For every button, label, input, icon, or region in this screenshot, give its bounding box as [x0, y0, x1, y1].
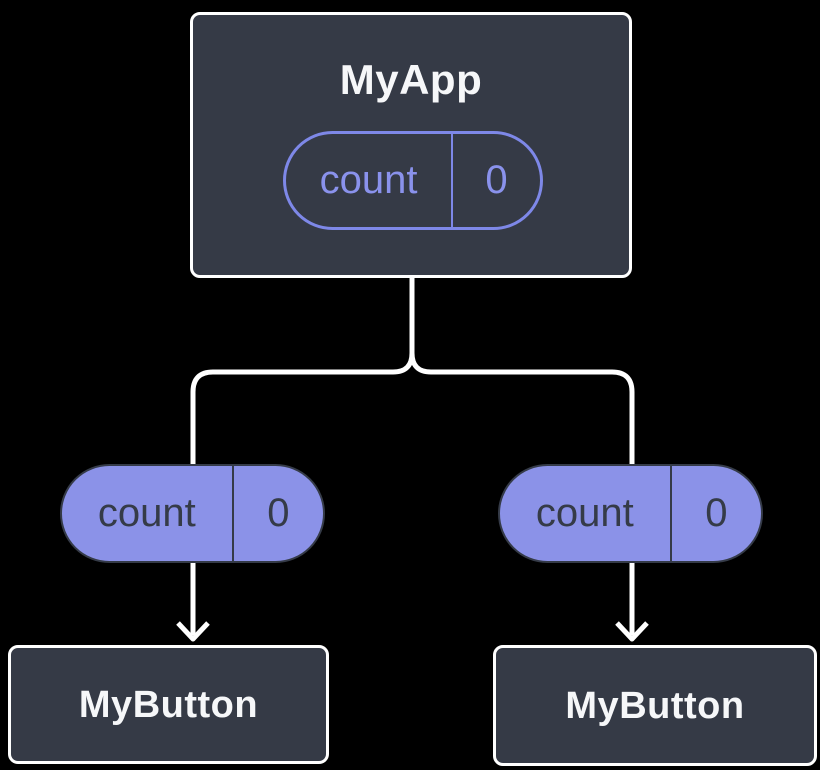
state-pill: count 0 — [283, 131, 543, 230]
prop-value: 0 — [705, 491, 728, 535]
prop-value: 0 — [267, 491, 290, 535]
prop-pill: count 0 — [498, 464, 763, 563]
state-name: count — [286, 134, 454, 227]
component-name: MyButton — [78, 683, 259, 726]
child-component-node: MyButton — [8, 645, 329, 764]
arrow-head — [176, 621, 210, 642]
connector-branch-left — [190, 276, 415, 466]
component-name: MyApp — [339, 56, 483, 103]
component-name: MyButton — [565, 684, 745, 727]
arrow-down-icon — [615, 562, 649, 642]
root-component-node: MyApp — [190, 12, 632, 278]
arrow-down-icon — [176, 562, 210, 642]
prop-pill: count 0 — [60, 464, 325, 563]
state-value: 0 — [485, 158, 508, 202]
prop-name: count — [500, 466, 672, 561]
connector-branch-right — [409, 352, 635, 466]
child-component-node: MyButton — [493, 645, 817, 766]
prop-name: count — [62, 466, 234, 561]
arrow-head — [615, 621, 649, 642]
